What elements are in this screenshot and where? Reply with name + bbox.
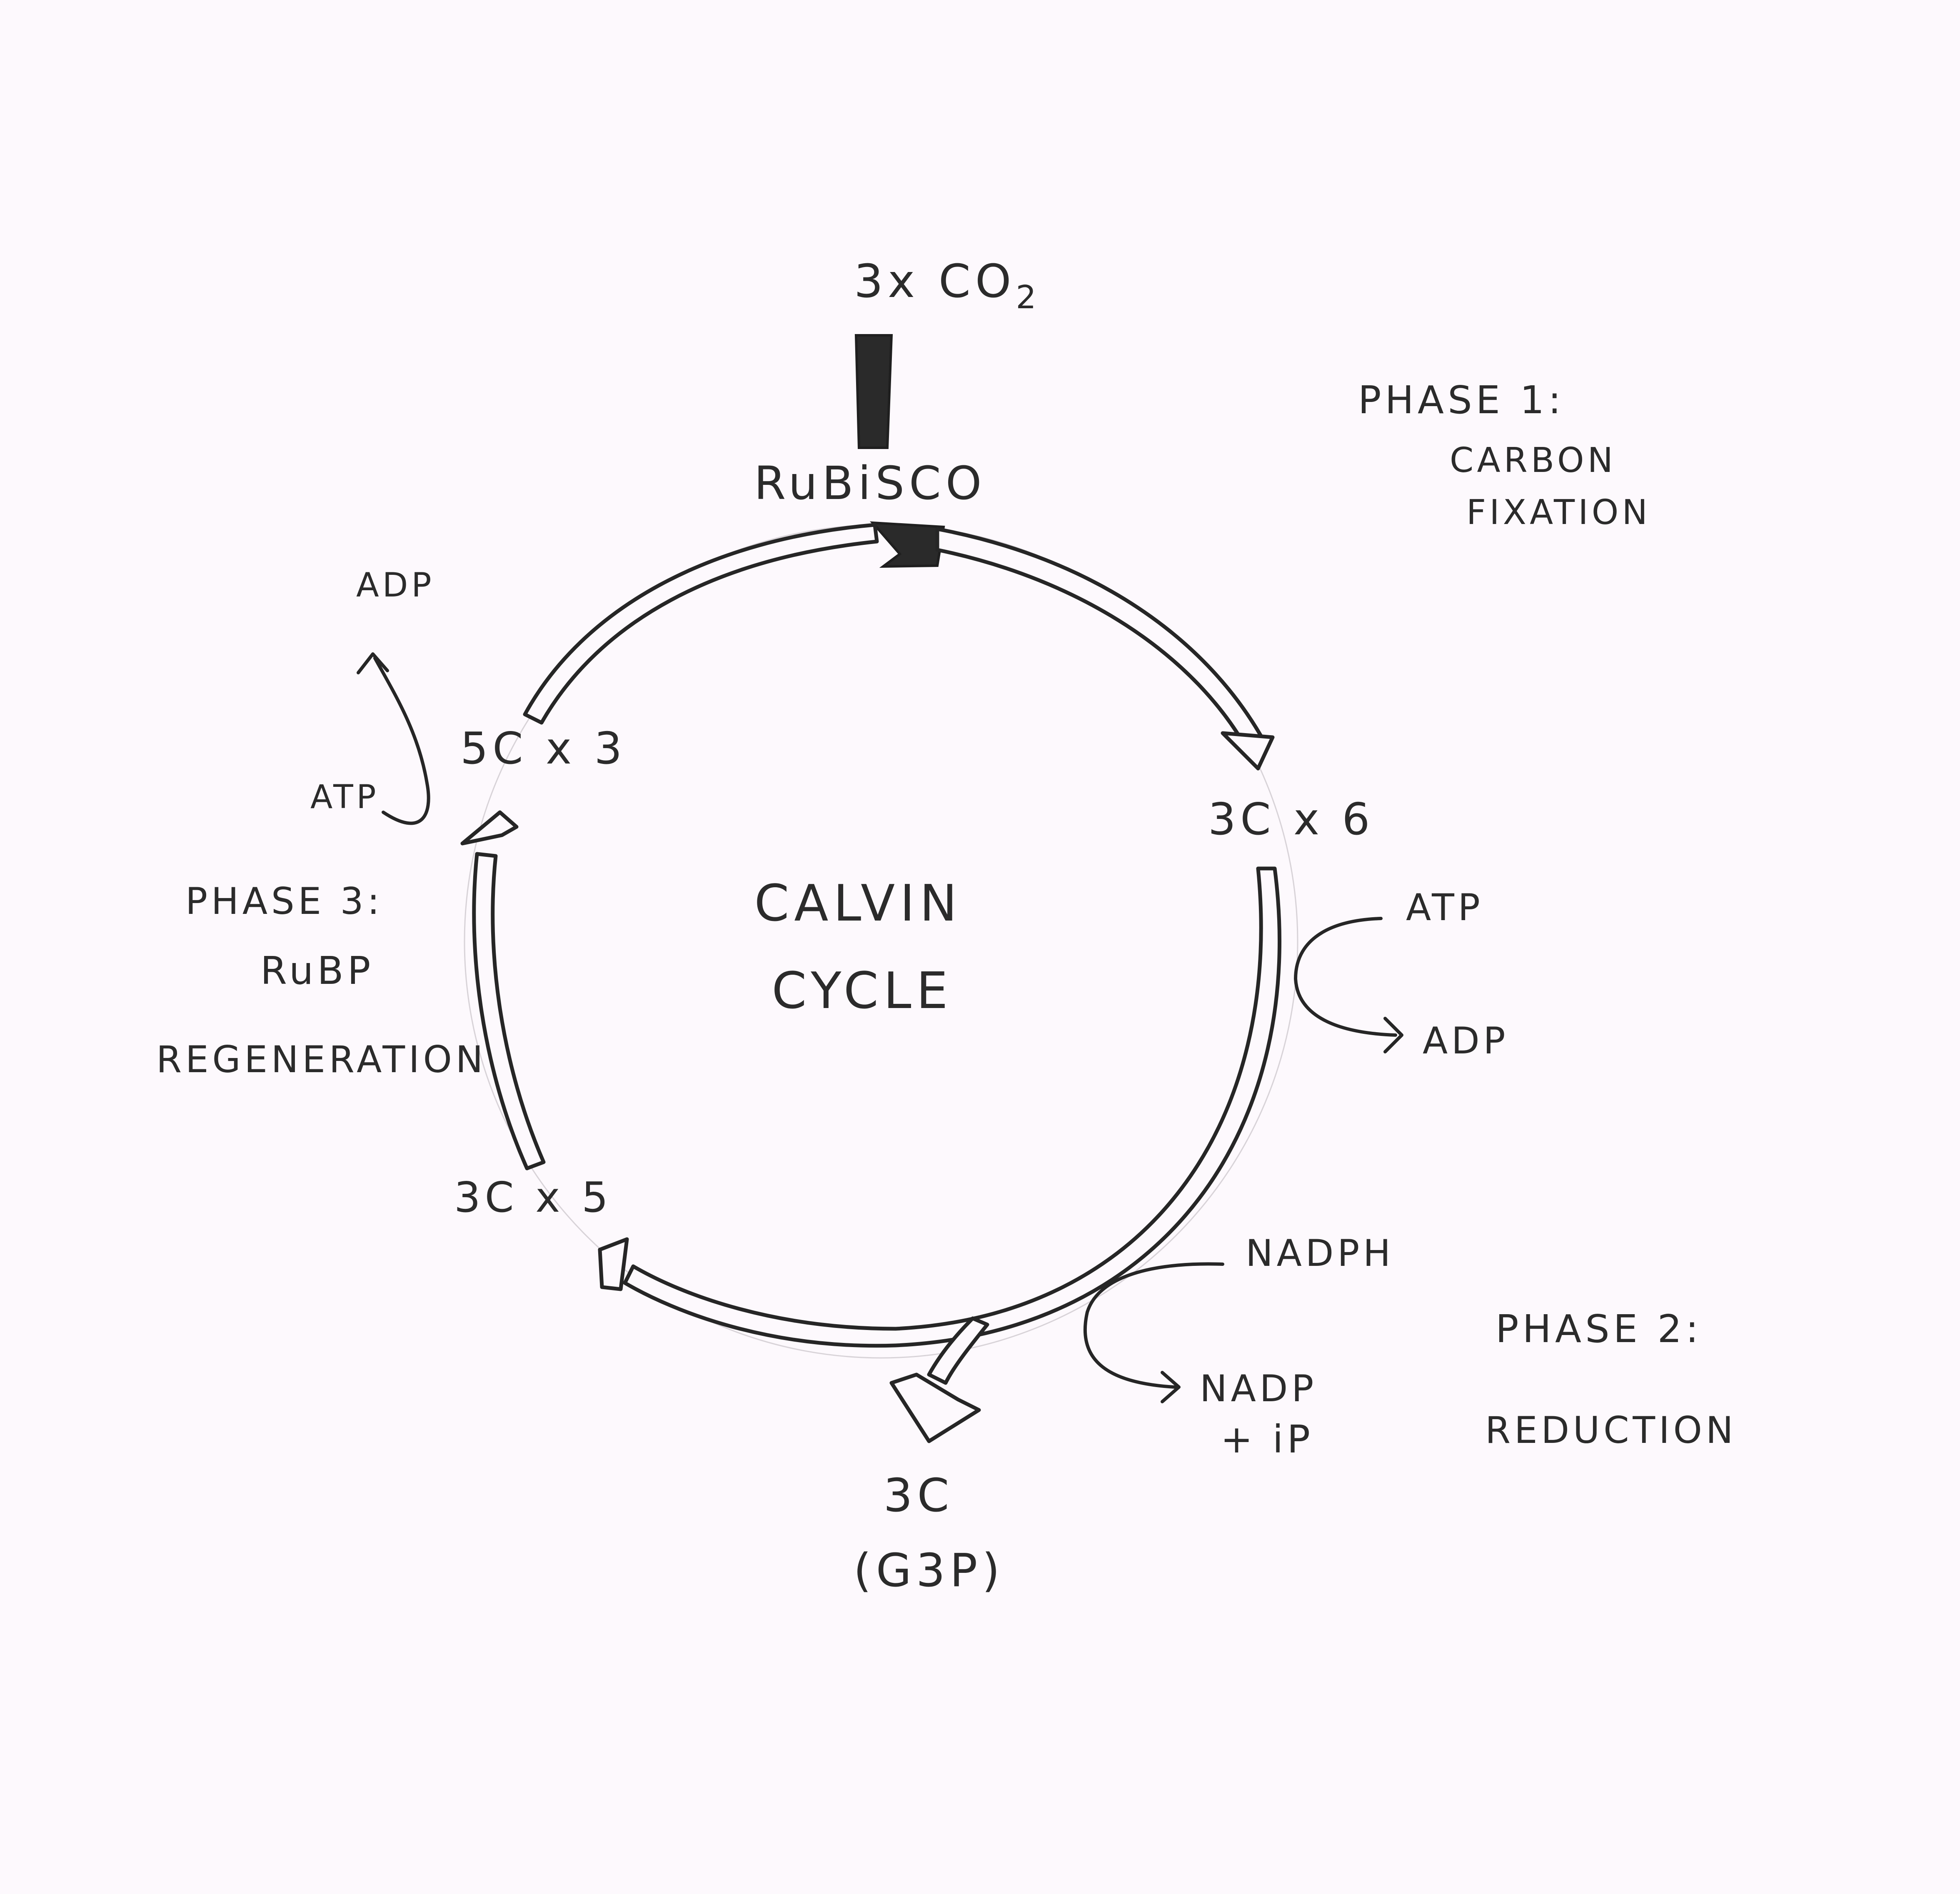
return-arrow — [523, 523, 879, 725]
phase3-atp-adp-arrow — [373, 656, 430, 825]
phase1-line1: CARBON — [1450, 441, 1617, 480]
g3p-output-arrow — [889, 1316, 989, 1443]
rubisco-junction-arrowhead — [870, 521, 945, 568]
phase2-nadp-arrowhead — [1161, 1371, 1181, 1403]
phase1-line2: FIXATION — [1466, 493, 1651, 532]
phase2-nadp-label: NADP — [1200, 1367, 1318, 1410]
node-3c-x5: 3C x 5 — [454, 1173, 612, 1222]
phase2-adp-label: ADP — [1423, 1019, 1509, 1062]
phase3-adp-label: ADP — [356, 566, 435, 604]
phase2-ip-label: + iP — [1221, 1417, 1314, 1462]
phase3-arrow — [460, 810, 546, 1170]
phase2-nadph-label: NADPH — [1246, 1232, 1395, 1275]
phase2-atp-adp-arrow — [1294, 917, 1397, 1037]
phase2-nadph-arrow — [1083, 1262, 1224, 1389]
phase1-arrow — [935, 527, 1275, 771]
phase3-title: PHASE 3: — [185, 880, 383, 923]
g3p-output-3c: 3C — [883, 1469, 954, 1522]
co2-label: 3x CO2 — [854, 258, 1041, 314]
cycle-title-line2: CYCLE — [772, 962, 953, 1020]
phase3-atp-label: ATP — [310, 779, 380, 816]
phase2-arrow — [598, 866, 1281, 1348]
node-5c-x3: 5C x 3 — [460, 723, 627, 774]
g3p-output-name: (G3P) — [853, 1544, 1005, 1597]
node-3c-x6: 3C x 6 — [1208, 794, 1374, 845]
phase2-atp-label: ATP — [1406, 886, 1484, 929]
phase3-adp-arrowhead — [357, 652, 389, 674]
phase2-adp-arrowhead — [1383, 1017, 1403, 1053]
rubisco-label: RuBiSCO — [754, 457, 986, 510]
co2-subscript: 2 — [1016, 279, 1041, 316]
phase3-line2: REGENERATION — [156, 1038, 487, 1081]
phase2-title: PHASE 2: — [1496, 1307, 1703, 1351]
phase3-line1: RuBP — [260, 948, 375, 993]
co2-input-bar — [854, 334, 893, 449]
phase2-line1: REDUCTION — [1485, 1409, 1737, 1452]
co2-prefix: 3x CO — [854, 255, 1016, 308]
phase1-title: PHASE 1: — [1358, 378, 1565, 422]
cycle-title-line1: CALVIN — [754, 875, 962, 933]
